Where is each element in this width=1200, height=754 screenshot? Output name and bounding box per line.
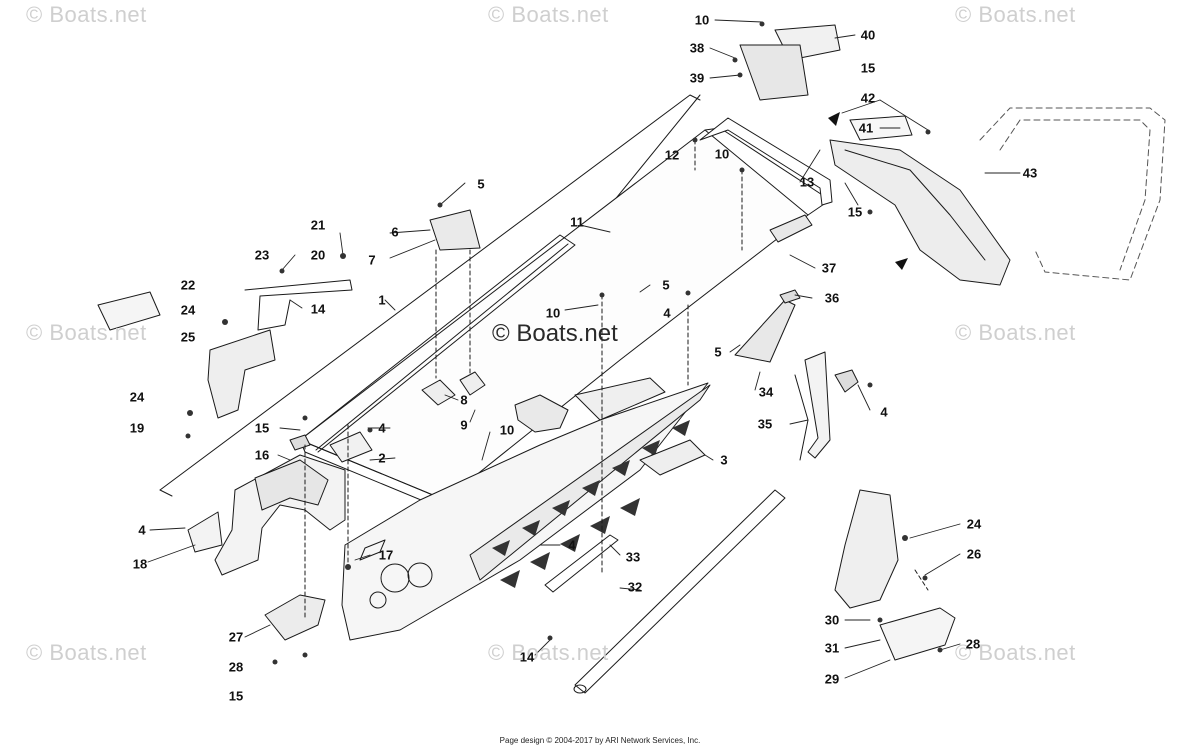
callout-label: 6 <box>391 224 399 240</box>
callout-label: 39 <box>689 70 705 86</box>
callout-label: 37 <box>821 260 837 276</box>
bracket-39 <box>739 44 809 101</box>
rod <box>574 489 786 694</box>
watermark: © Boats.net <box>955 320 1076 345</box>
callout-label: 42 <box>860 90 876 106</box>
footer-copyright: Page design © 2004-2017 by ARI Network S… <box>499 736 701 745</box>
bumper-43 <box>829 139 1011 286</box>
callout-label: 15 <box>847 204 863 220</box>
callout-label: 41 <box>858 120 874 136</box>
callout-label: 29 <box>824 671 840 687</box>
callout-label: 43 <box>1022 165 1038 181</box>
plate-27 <box>264 594 326 641</box>
bracket-18 <box>187 511 223 553</box>
callout-label: 28 <box>228 659 244 675</box>
callout-label: 11 <box>570 214 584 230</box>
callout-label: 38 <box>689 40 705 56</box>
callout-label: 40 <box>860 27 876 43</box>
callout-label: 16 <box>254 447 270 463</box>
center-watermark: © Boats.net <box>492 320 618 347</box>
callout-label: 8 <box>460 392 468 408</box>
callout-label: 4 <box>568 537 576 553</box>
callout-label: 30 <box>824 612 840 628</box>
watermark: © Boats.net <box>955 640 1076 665</box>
bracket-34 <box>734 299 796 363</box>
callout-label: 23 <box>254 247 270 263</box>
callout-label: 22 <box>180 277 196 293</box>
callout-label: 28 <box>965 636 981 652</box>
callout-label: 2 <box>378 450 386 466</box>
callout-label: 20 <box>310 247 326 263</box>
watermark: © Boats.net <box>26 320 147 345</box>
bracket-30 <box>834 489 899 609</box>
crossbar <box>544 534 619 593</box>
callout-label: 14 <box>519 649 535 665</box>
callout-label: 36 <box>824 290 840 306</box>
callout-label: 3 <box>720 452 728 468</box>
callout-label: 12 <box>664 147 680 163</box>
callout-label: 4 <box>880 404 888 420</box>
callout-label: 5 <box>714 344 722 360</box>
callout-label: 24 <box>180 302 196 318</box>
watermark: © Boats.net <box>955 2 1076 27</box>
callout-label: 4 <box>663 305 671 321</box>
callout-label: 32 <box>627 579 643 595</box>
callout-label: 4 <box>138 522 146 538</box>
callout-label: 33 <box>625 549 641 565</box>
callout-label: 10 <box>694 12 710 28</box>
callout-label: 10 <box>714 146 730 162</box>
watermark: © Boats.net <box>488 2 609 27</box>
callout-label: 24 <box>129 389 145 405</box>
callout-label: 15 <box>228 688 244 704</box>
callout-label: 35 <box>757 416 773 432</box>
callout-label: 5 <box>477 176 485 192</box>
side-panel <box>341 382 709 641</box>
callout-label: 21 <box>310 217 326 233</box>
callout-label: 13 <box>799 174 815 190</box>
bracket-25 <box>207 329 276 419</box>
plate-29 <box>879 607 956 661</box>
callout-label: 19 <box>129 420 145 436</box>
callout-label: 5 <box>662 277 670 293</box>
callout-label: 26 <box>966 546 982 562</box>
callout-label: 9 <box>460 417 468 433</box>
callout-label: 34 <box>758 384 774 400</box>
handle-14 <box>244 279 353 331</box>
callout-label: 10 <box>499 422 515 438</box>
watermark: © Boats.net <box>26 2 147 27</box>
callout-label: 31 <box>824 640 840 656</box>
callout-label: 15 <box>254 420 270 436</box>
callout-label: 24 <box>966 516 982 532</box>
callout-label: 15 <box>860 60 876 76</box>
callout-label: 10 <box>545 305 561 321</box>
watermark: © Boats.net <box>488 640 609 665</box>
callout-label: 4 <box>378 420 386 436</box>
callout-label: 1 <box>378 292 386 308</box>
left-rail <box>299 234 576 453</box>
callout-label: 17 <box>378 547 394 563</box>
callout-label: 7 <box>368 252 376 268</box>
callout-label: 18 <box>132 556 148 572</box>
cover-22 <box>97 291 161 331</box>
bracket-6-7 <box>429 209 481 251</box>
watermark: © Boats.net <box>26 640 147 665</box>
callout-label: 25 <box>180 329 196 345</box>
callout-label: 27 <box>228 629 244 645</box>
rear-bar <box>699 117 833 206</box>
callout-label: 14 <box>310 301 326 317</box>
strap-35 <box>804 351 831 459</box>
